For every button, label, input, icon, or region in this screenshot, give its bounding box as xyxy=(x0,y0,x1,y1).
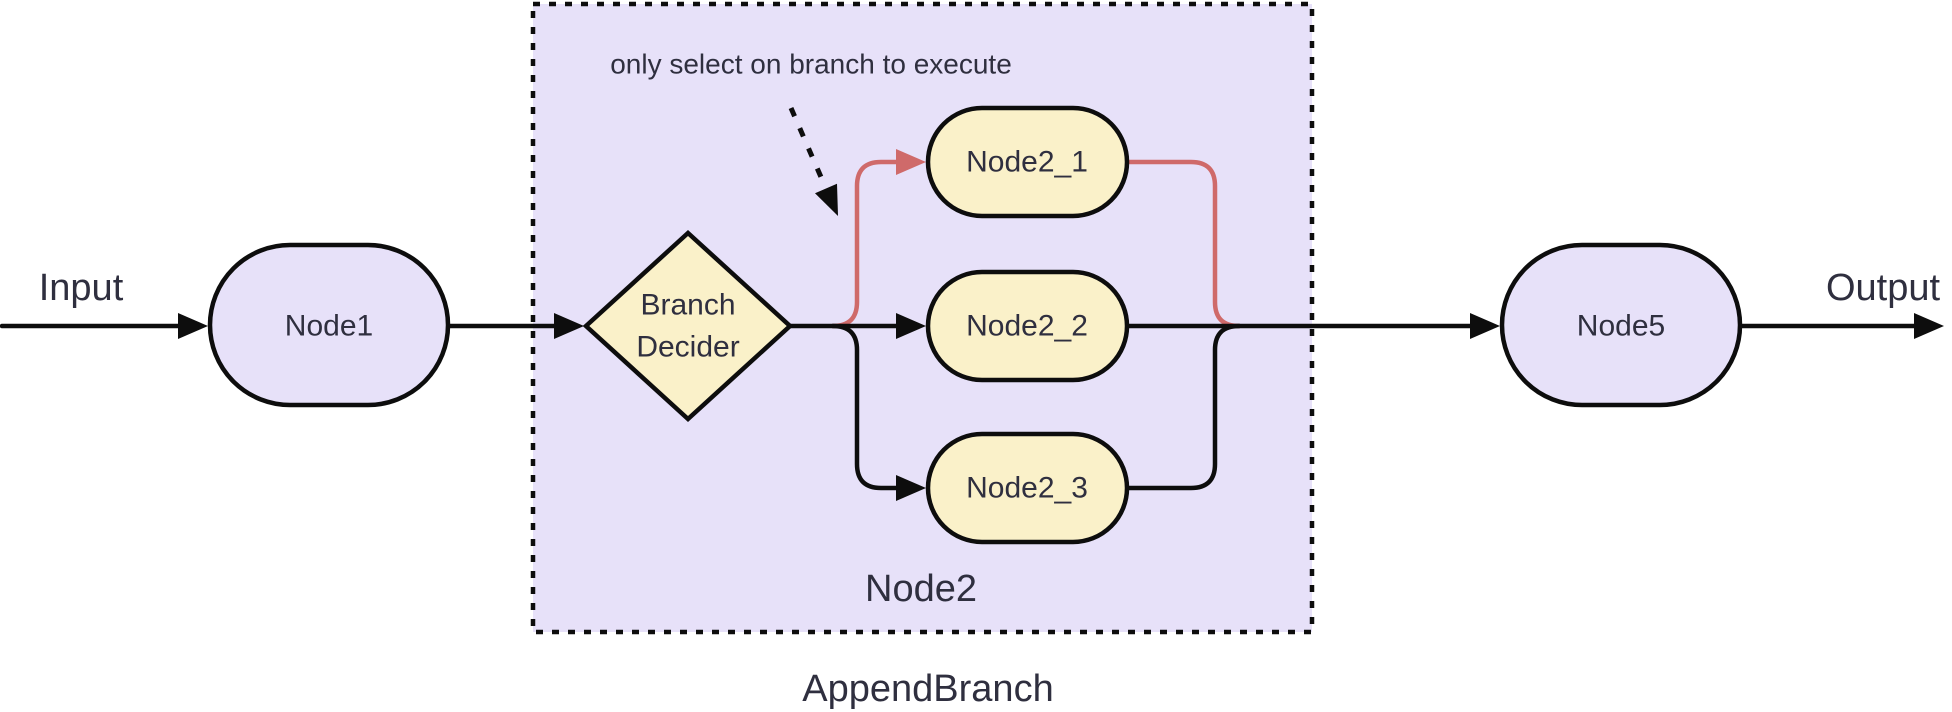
node2-3-shape xyxy=(925,431,1130,545)
branch-decider-shape xyxy=(582,229,794,423)
node5-shape xyxy=(1499,242,1743,408)
node2-1-label: Node2_1 xyxy=(966,146,1088,179)
node5-label: Node5 xyxy=(1577,310,1665,343)
annotation-arrow xyxy=(788,107,827,185)
node2-3-label: Node2_3 xyxy=(966,472,1088,505)
node2-2-shape xyxy=(925,269,1130,383)
arrowhead-node2-3-icon xyxy=(896,475,926,501)
cluster-label: Node2 xyxy=(865,568,977,610)
node-node5: Node5 xyxy=(1499,242,1743,408)
branch-decider-label-line1: Branch xyxy=(640,289,735,322)
edge-node2-1-to-merge xyxy=(1124,159,1242,329)
arrowhead-node2-2-icon xyxy=(896,313,926,339)
node-node2-2: Node2_2 xyxy=(925,269,1130,383)
node-node2-1: Node2_1 xyxy=(925,105,1130,219)
edge-decider-to-node2-3 xyxy=(830,323,899,491)
arrowhead-node2-1-icon xyxy=(896,149,926,175)
arrowhead-decider-icon xyxy=(554,313,584,339)
arrowhead-node5-icon xyxy=(1470,313,1500,339)
node2-2-label: Node2_2 xyxy=(966,310,1088,343)
arrowhead-output-icon xyxy=(1914,313,1944,339)
annotation-arrowhead-icon xyxy=(815,183,838,216)
edge-decider-to-node2-1 xyxy=(830,159,899,329)
arrowhead-node1-icon xyxy=(178,313,208,339)
node2-1-shape xyxy=(925,105,1130,219)
node1-label: Node1 xyxy=(285,310,373,343)
node-node1: Node1 xyxy=(207,242,451,408)
edge-node2-3-to-merge xyxy=(1124,323,1242,491)
output-label: Output xyxy=(1826,267,1941,309)
annotation-text: only select on branch to execute xyxy=(610,49,1012,80)
node1-shape xyxy=(207,242,451,408)
input-label: Input xyxy=(39,267,124,309)
branch-decider-label-line2: Decider xyxy=(636,331,739,364)
node-branch-decider: Branch Decider xyxy=(582,229,794,423)
diagram-caption: AppendBranch xyxy=(802,668,1053,710)
node-node2-3: Node2_3 xyxy=(925,431,1130,545)
